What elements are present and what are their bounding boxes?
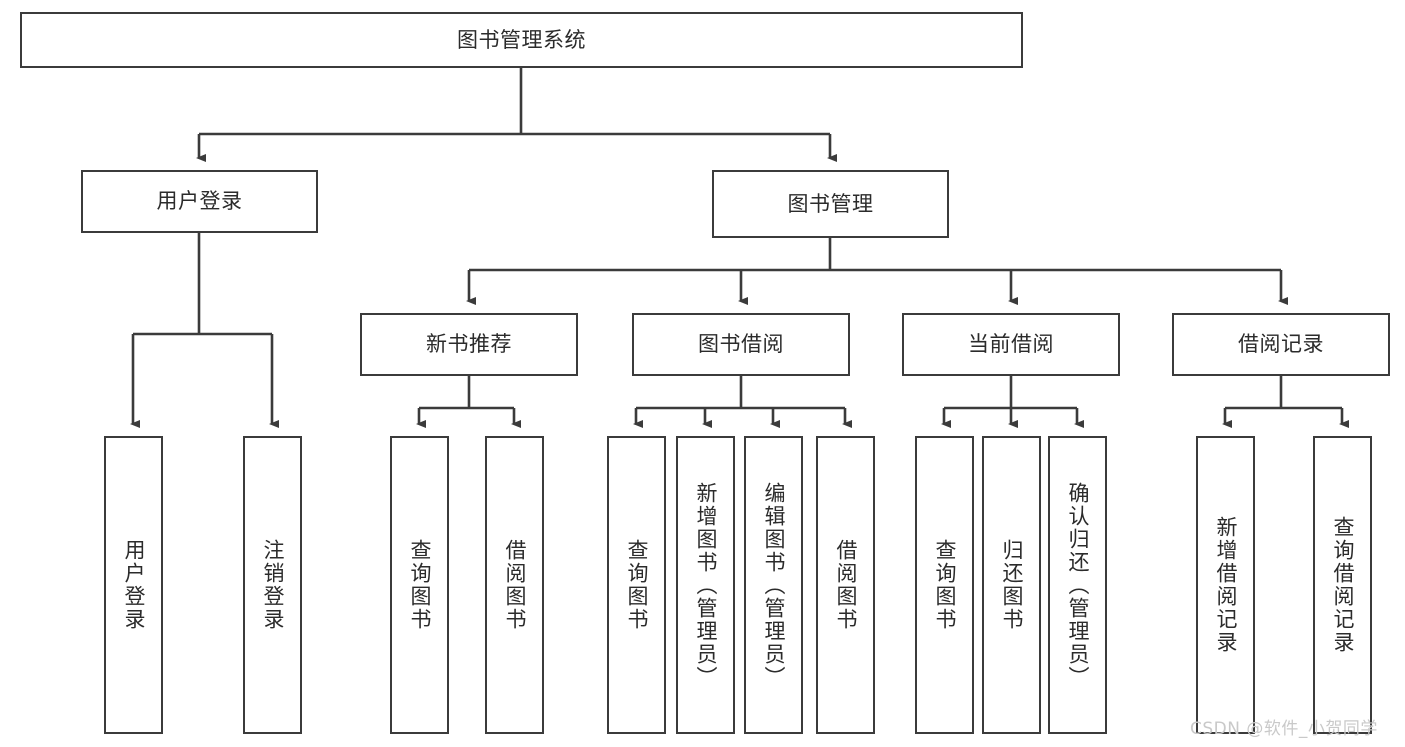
node-user-login[interactable]: 用户登录 — [81, 170, 318, 233]
node-leaf-return-book[interactable]: 归还图书 — [982, 436, 1041, 734]
node-leaf-query-book-3-label: 查询图书 — [932, 539, 957, 631]
node-leaf-add-book[interactable]: 新增图书（管理员） — [676, 436, 735, 734]
node-current-borrow[interactable]: 当前借阅 — [902, 313, 1120, 376]
node-book-borrow-label: 图书借阅 — [698, 332, 784, 357]
node-root[interactable]: 图书管理系统 — [20, 12, 1023, 68]
node-leaf-borrow-book-1[interactable]: 借阅图书 — [485, 436, 544, 734]
node-leaf-user-login[interactable]: 用户登录 — [104, 436, 163, 734]
node-leaf-return-book-label: 归还图书 — [999, 539, 1024, 631]
node-book-manage[interactable]: 图书管理 — [712, 170, 949, 238]
node-leaf-borrow-book-2-label: 借阅图书 — [833, 539, 858, 631]
node-leaf-add-record-label: 新增借阅记录 — [1213, 516, 1238, 654]
node-leaf-user-logout[interactable]: 注销登录 — [243, 436, 302, 734]
node-leaf-borrow-book-2[interactable]: 借阅图书 — [816, 436, 875, 734]
node-root-label: 图书管理系统 — [457, 27, 586, 52]
node-leaf-add-book-label: 新增图书（管理员） — [693, 481, 718, 689]
node-leaf-query-book-1[interactable]: 查询图书 — [390, 436, 449, 734]
node-leaf-user-logout-label: 注销登录 — [260, 539, 285, 631]
node-leaf-edit-book[interactable]: 编辑图书（管理员） — [744, 436, 803, 734]
node-book-borrow[interactable]: 图书借阅 — [632, 313, 850, 376]
node-borrow-record[interactable]: 借阅记录 — [1172, 313, 1390, 376]
node-current-borrow-label: 当前借阅 — [968, 332, 1054, 357]
node-new-book-recommend-label: 新书推荐 — [426, 332, 512, 357]
node-new-book-recommend[interactable]: 新书推荐 — [360, 313, 578, 376]
node-leaf-query-book-2[interactable]: 查询图书 — [607, 436, 666, 734]
node-leaf-confirm-return-label: 确认归还（管理员） — [1065, 481, 1090, 689]
node-leaf-query-record[interactable]: 查询借阅记录 — [1313, 436, 1372, 734]
node-leaf-query-book-3[interactable]: 查询图书 — [915, 436, 974, 734]
node-leaf-query-record-label: 查询借阅记录 — [1330, 516, 1355, 654]
node-leaf-query-book-1-label: 查询图书 — [407, 539, 432, 631]
node-book-manage-label: 图书管理 — [787, 191, 874, 216]
node-leaf-edit-book-label: 编辑图书（管理员） — [761, 481, 786, 689]
node-leaf-user-login-label: 用户登录 — [121, 539, 146, 631]
node-user-login-label: 用户登录 — [156, 189, 243, 214]
node-leaf-confirm-return[interactable]: 确认归还（管理员） — [1048, 436, 1107, 734]
node-leaf-query-book-2-label: 查询图书 — [624, 539, 649, 631]
node-leaf-borrow-book-1-label: 借阅图书 — [502, 539, 527, 631]
node-borrow-record-label: 借阅记录 — [1238, 332, 1324, 357]
node-leaf-add-record[interactable]: 新增借阅记录 — [1196, 436, 1255, 734]
